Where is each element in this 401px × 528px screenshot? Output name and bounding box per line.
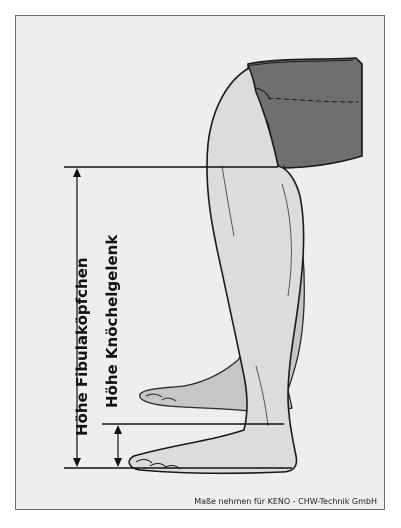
leg-measurement-illustration xyxy=(16,16,385,510)
fibula-arrow-bottom-icon xyxy=(73,458,81,467)
credit-text: Maße nehmen für KENO - CHW-Technik GmbH xyxy=(194,497,377,506)
ankle-arrow-bottom-icon xyxy=(114,458,122,467)
ankle-height-label: Höhe Knöchelgelenk xyxy=(103,235,121,408)
measurement-illustration-card: Höhe Fibulaköpfchen Höhe Knöchelgelenk M… xyxy=(15,15,385,510)
ankle-arrow-top-icon xyxy=(114,425,122,434)
fibula-height-label: Höhe Fibulaköpfchen xyxy=(73,257,91,436)
fibula-arrow-top-icon xyxy=(73,168,81,177)
